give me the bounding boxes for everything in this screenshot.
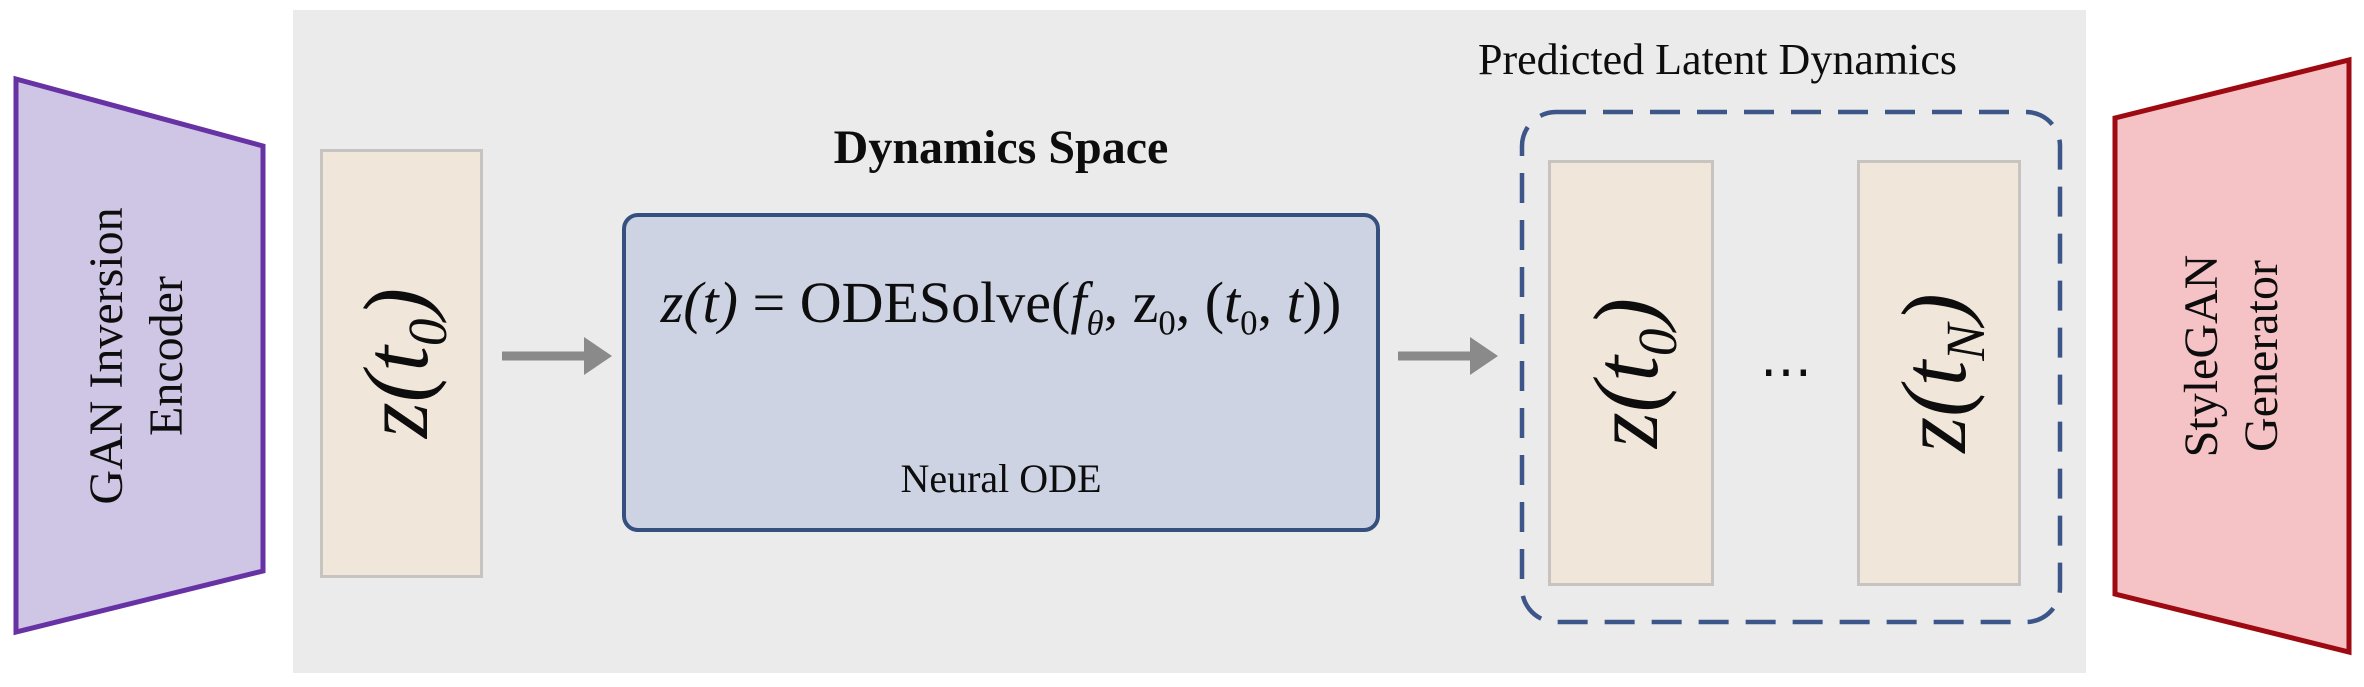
latent-close: ) bbox=[344, 287, 447, 319]
latent-var: z(t bbox=[1574, 356, 1677, 449]
eq-open-paren: , ( bbox=[1175, 270, 1225, 335]
eq-t0: t bbox=[1224, 270, 1241, 335]
predicted-latent-dynamics-title: Predicted Latent Dynamics bbox=[1478, 35, 1957, 84]
predicted-latent-first-label: z(t0) bbox=[1573, 298, 1689, 448]
neural-ode-label: Neural ODE bbox=[900, 456, 1102, 501]
initial-latent-box bbox=[320, 149, 483, 578]
latent-subscript: 0 bbox=[1627, 328, 1689, 357]
generator-label-line2: Generator bbox=[2235, 260, 2288, 452]
encoder-label-line2: Encoder bbox=[140, 276, 193, 436]
stylegan-generator-shape bbox=[2112, 56, 2352, 656]
predicted-latent-box-first bbox=[1548, 160, 1714, 586]
eq-equals: = bbox=[737, 270, 800, 335]
generator-label: StyleGAN Generator bbox=[2172, 255, 2292, 458]
right-arrow-icon bbox=[502, 337, 612, 375]
eq-odesolve: ODESolve( bbox=[799, 270, 1071, 335]
gan-inversion-encoder-shape bbox=[13, 75, 266, 636]
neural-ode-box: z(t) = ODESolve(fθ, z0, (t0, t)) Neural … bbox=[622, 213, 1380, 532]
latent-subscript: N bbox=[1935, 323, 1997, 361]
ode-equation: z(t) = ODESolve(fθ, z0, (t0, t)) bbox=[626, 269, 1376, 344]
encoder-label: GAN Inversion Encoder bbox=[77, 207, 197, 504]
ellipsis-text: ⋯ bbox=[1760, 344, 1812, 401]
latent-subscript: 0 bbox=[397, 318, 459, 347]
latent-close: ) bbox=[1574, 297, 1677, 329]
latent-var: z(t bbox=[1882, 360, 1985, 453]
eq-z-subscript: 0 bbox=[1158, 303, 1176, 343]
eq-t: t bbox=[1286, 270, 1303, 335]
latent-var: z(t bbox=[344, 346, 447, 439]
predicted-latents-dashed-container bbox=[1519, 109, 2063, 625]
eq-f: f bbox=[1070, 270, 1087, 335]
predicted-latent-box-last bbox=[1857, 160, 2021, 586]
eq-theta-subscript: θ bbox=[1086, 303, 1104, 343]
eq-close-parens: )) bbox=[1302, 270, 1342, 335]
eq-comma: , bbox=[1257, 270, 1287, 335]
eq-lhs: z(t) bbox=[660, 270, 738, 335]
encoder-label-line1: GAN Inversion bbox=[80, 207, 133, 505]
right-arrow-icon bbox=[1398, 337, 1498, 375]
predicted-latent-last-label: z(tN) bbox=[1881, 293, 1997, 452]
eq-z: , z bbox=[1103, 270, 1159, 335]
generator-label-line1: StyleGAN bbox=[2175, 254, 2228, 458]
latent-close: ) bbox=[1882, 293, 1985, 324]
eq-t0-subscript: 0 bbox=[1240, 303, 1258, 343]
initial-latent-label: z(t0) bbox=[343, 288, 459, 438]
dynamics-space-title: Dynamics Space bbox=[833, 121, 1169, 174]
